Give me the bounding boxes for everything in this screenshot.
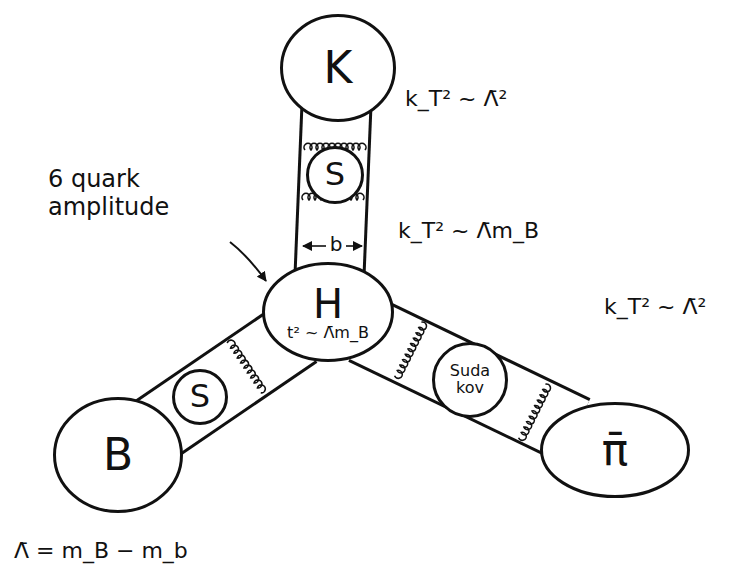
flow-arrow (151, 333, 297, 432)
flow-arrow (364, 329, 575, 430)
gluon-line (227, 339, 267, 394)
width-arrow (303, 245, 326, 247)
blob-outline (264, 264, 393, 361)
hard-kernel: Ht² ~ Λ̄m_B (262, 262, 394, 362)
blob-outline (174, 371, 227, 424)
tube-walls (151, 100, 574, 432)
blob-outline (542, 404, 689, 497)
blob-name: S (190, 380, 210, 414)
meson-blob: π̄ (540, 402, 690, 498)
blob-outline (308, 148, 363, 203)
parton-tube-inside (364, 329, 575, 430)
blob-name: K (324, 45, 353, 91)
scale-label: k_T² ~ Λ̄² (604, 294, 706, 319)
blob-name: S (325, 158, 345, 192)
soft-blob: S (306, 146, 364, 204)
blob-name: B (103, 432, 133, 478)
sudakov-blob: Suda kov (432, 342, 508, 418)
blob-name: H (313, 283, 343, 325)
meson-blob: K (280, 14, 396, 122)
parton-tube (364, 329, 575, 430)
scale-label: k_T² ~ Λ̄m_B (398, 218, 539, 243)
tube-inside (151, 100, 574, 432)
soft-blob: S (172, 369, 228, 425)
distance-label: b (330, 233, 343, 256)
definition-label: Λ̄ = m_B − m_b (14, 538, 188, 563)
blob-name: π̄ (602, 427, 629, 473)
blob-outline (282, 16, 395, 121)
parton-tube-inside (151, 333, 297, 432)
blob-outline (434, 344, 507, 417)
meson-blob: B (53, 397, 183, 513)
blob-outline (55, 399, 182, 512)
leader-arrow (230, 242, 266, 281)
blob-name: Suda kov (446, 363, 494, 397)
width-arrow (346, 245, 362, 247)
scale-note: t² ~ Λ̄m_B (287, 325, 369, 342)
scale-label: k_T² ~ Λ̄² (405, 86, 507, 111)
gluon-line (394, 321, 428, 379)
parton-tube (151, 333, 297, 432)
callout-label: 6 quark amplitude (48, 166, 188, 221)
tube-arrows (151, 100, 574, 432)
